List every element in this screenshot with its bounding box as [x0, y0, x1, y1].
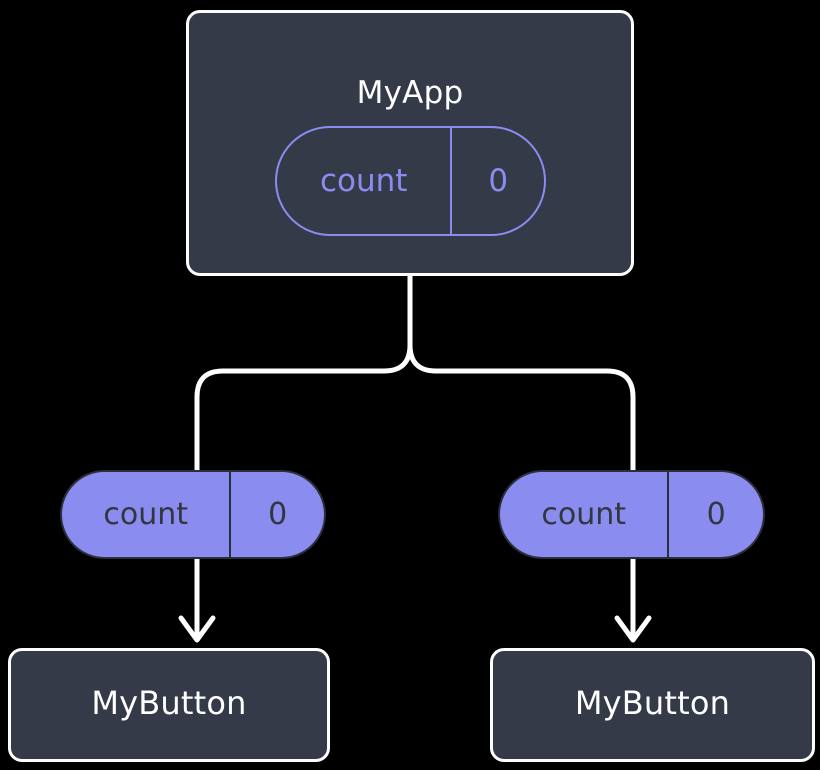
component-label-mybutton-left: MyButton [91, 684, 247, 722]
branch-line-left [194, 273, 413, 473]
component-label-myapp: MyApp [356, 75, 464, 111]
prop-pill-right-count[interactable]: count 0 [498, 470, 765, 559]
prop-pill-left-count[interactable]: count 0 [60, 470, 326, 559]
component-box-mybutton-right[interactable]: MyButton [490, 648, 815, 762]
state-pill-myapp-count[interactable]: count 0 [275, 126, 546, 236]
prop-pill-key: count [500, 472, 670, 557]
state-pill-key: count [277, 128, 453, 234]
branch-line-right [407, 273, 636, 473]
prop-arrow-to-left-button-head [178, 615, 216, 643]
state-pill-value: 0 [488, 163, 509, 199]
component-box-mybutton-left[interactable]: MyButton [8, 648, 330, 762]
component-label-mybutton-right: MyButton [574, 684, 731, 722]
prop-pill-value: 0 [706, 497, 726, 532]
prop-arrow-to-right-button-head [614, 615, 652, 643]
prop-pill-value: 0 [268, 497, 288, 532]
prop-pill-key: count [62, 472, 232, 557]
